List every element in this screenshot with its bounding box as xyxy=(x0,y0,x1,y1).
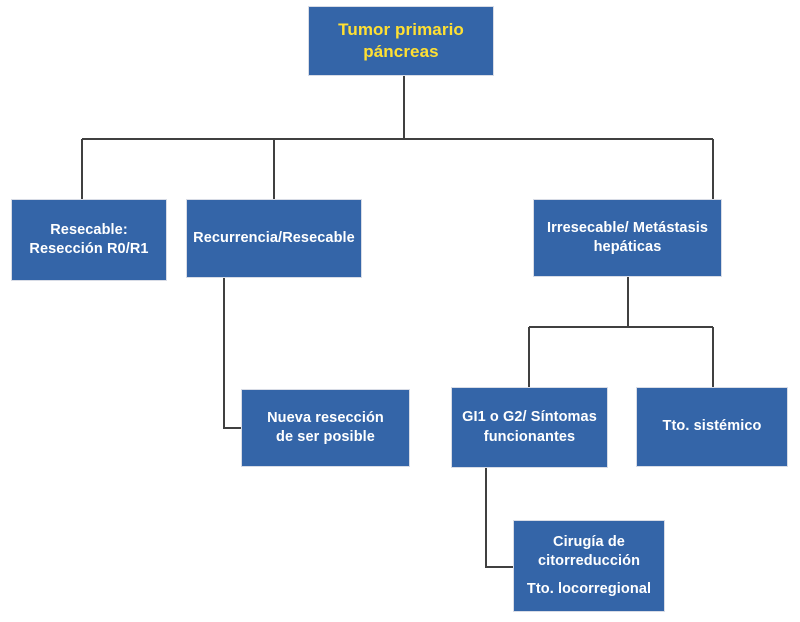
node-nueva-reseccion[interactable]: Nueva resección de ser posible xyxy=(241,389,410,467)
node-text-line: GI1 o G2/ Síntomas xyxy=(462,409,597,426)
node-tumor-primario-pancreas[interactable]: Tumor primario páncreas xyxy=(308,6,494,76)
node-text-line: Tumor primario xyxy=(338,19,464,39)
node-text-line: Resección R0/R1 xyxy=(29,241,149,257)
node-irresecable-metastasis[interactable]: Irresecable/ Metástasis hepáticas xyxy=(533,199,722,277)
node-text-line: Tto. locorregional xyxy=(526,581,652,598)
node-text-line: de ser posible xyxy=(276,429,375,445)
node-recurrencia-resecable[interactable]: Recurrencia/Resecable xyxy=(186,199,362,278)
node-resecable-reseccion[interactable]: Resecable: Resección R0/R1 xyxy=(11,199,167,281)
connector-gi1-to-cirugia xyxy=(485,468,513,568)
node-text-line: Nueva resección xyxy=(267,409,384,426)
node-gi1-g2-sintomas[interactable]: GI1 o G2/ Síntomas funcionantes xyxy=(451,387,608,468)
node-text-line: Irresecable/ Metástasis xyxy=(546,219,709,236)
node-text-line: páncreas xyxy=(363,42,439,61)
node-text-line: Tto. sistémico xyxy=(662,418,762,435)
node-text-line: Recurrencia/Resecable xyxy=(193,229,355,246)
connector-recurrencia-to-nueva-reseccion xyxy=(223,278,241,429)
node-text-line: funcionantes xyxy=(483,428,576,445)
node-tto-sistemico[interactable]: Tto. sistémico xyxy=(636,387,788,467)
node-text-line: citorreducción xyxy=(537,552,641,569)
node-text-line: Cirugía de xyxy=(553,533,625,550)
node-text-line: hepáticas xyxy=(593,239,662,255)
node-text-line: Resecable: xyxy=(50,221,128,238)
node-cirugia-citorreduccion[interactable]: Cirugía de citorreducción Tto. locorregi… xyxy=(513,520,665,612)
